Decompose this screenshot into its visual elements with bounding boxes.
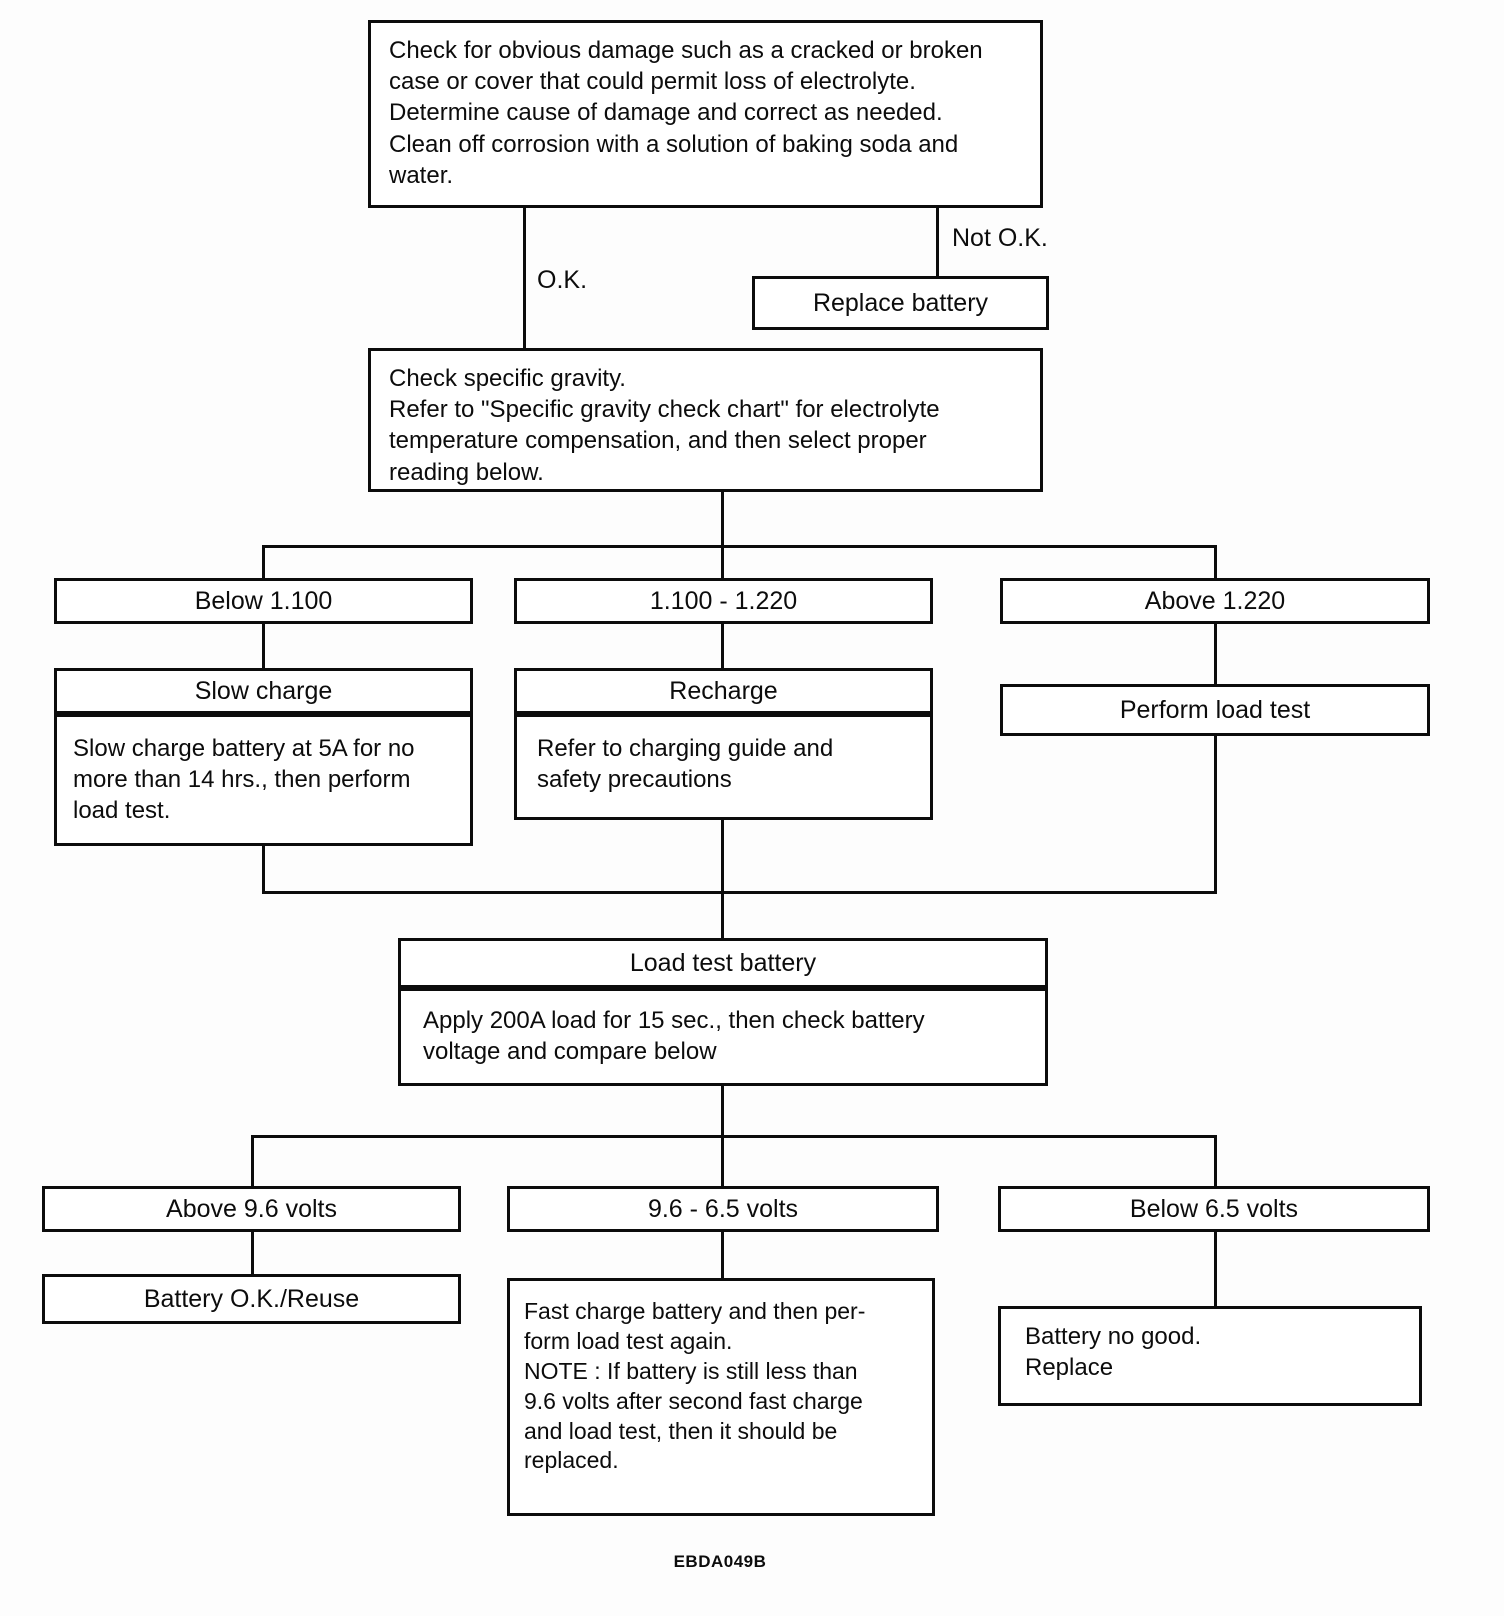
gravity-condition-below-1100: Below 1.100 xyxy=(54,578,473,624)
connector-1100-1220-down xyxy=(721,624,724,668)
figure-code-label: EBDA049B xyxy=(673,1552,767,1571)
check-damage-box: Check for obvious damage such as a crack… xyxy=(368,20,1043,208)
connector-voltage-distribution xyxy=(251,1135,1217,1138)
connector-above-1220-down xyxy=(1214,624,1217,684)
gravity-condition-above-1220: Above 1.220 xyxy=(1000,578,1430,624)
connector-gravity-right-drop xyxy=(1214,545,1217,581)
connector-below-1100-down xyxy=(262,624,265,668)
connector-collect-right xyxy=(1214,736,1217,894)
connector-96-65-down xyxy=(721,1232,724,1278)
connector-above-96-down xyxy=(251,1232,254,1274)
voltage-condition-below-65: Below 6.5 volts xyxy=(998,1186,1430,1232)
voltage-condition-above-96: Above 9.6 volts xyxy=(42,1186,461,1232)
result-battery-no-good-box: Battery no good. Replace xyxy=(998,1306,1422,1406)
result-fast-charge-box: Fast charge battery and then per- form l… xyxy=(507,1278,935,1516)
connector-ok-vertical xyxy=(523,206,526,350)
replace-battery-box: Replace battery xyxy=(752,276,1049,330)
connector-gravity-distribution xyxy=(262,545,1217,548)
gravity-condition-1100-1220: 1.100 - 1.220 xyxy=(514,578,933,624)
load-test-detail-box: Apply 200A load for 15 sec., then check … xyxy=(398,988,1048,1086)
action-slow-charge-header: Slow charge xyxy=(54,668,473,714)
check-gravity-box: Check specific gravity. Refer to "Specif… xyxy=(368,348,1043,492)
slow-charge-detail-box: Slow charge battery at 5A for no more th… xyxy=(54,714,473,846)
connector-voltage-right-drop xyxy=(1214,1135,1217,1186)
action-recharge-header: Recharge xyxy=(514,668,933,714)
voltage-condition-96-65: 9.6 - 6.5 volts xyxy=(507,1186,939,1232)
connector-collect-left xyxy=(262,846,265,894)
connector-gravity-down xyxy=(721,492,724,581)
connector-collect-horizontal xyxy=(262,891,1217,894)
connector-voltage-left-drop xyxy=(251,1135,254,1186)
connector-load-test-down xyxy=(721,1086,724,1138)
connector-below-65-down xyxy=(1214,1232,1217,1306)
ok-label: O.K. xyxy=(537,266,588,294)
load-test-header: Load test battery xyxy=(398,938,1048,988)
recharge-detail-box: Refer to charging guide and safety preca… xyxy=(514,714,933,820)
connector-gravity-left-drop xyxy=(262,545,265,581)
connector-voltage-mid-drop xyxy=(721,1135,724,1186)
connector-collect-mid xyxy=(721,820,724,938)
connector-not-ok-vertical xyxy=(936,206,939,278)
not-ok-label: Not O.K. xyxy=(952,224,1048,252)
result-battery-ok-box: Battery O.K./Reuse xyxy=(42,1274,461,1324)
action-perform-load-test: Perform load test xyxy=(1000,684,1430,736)
